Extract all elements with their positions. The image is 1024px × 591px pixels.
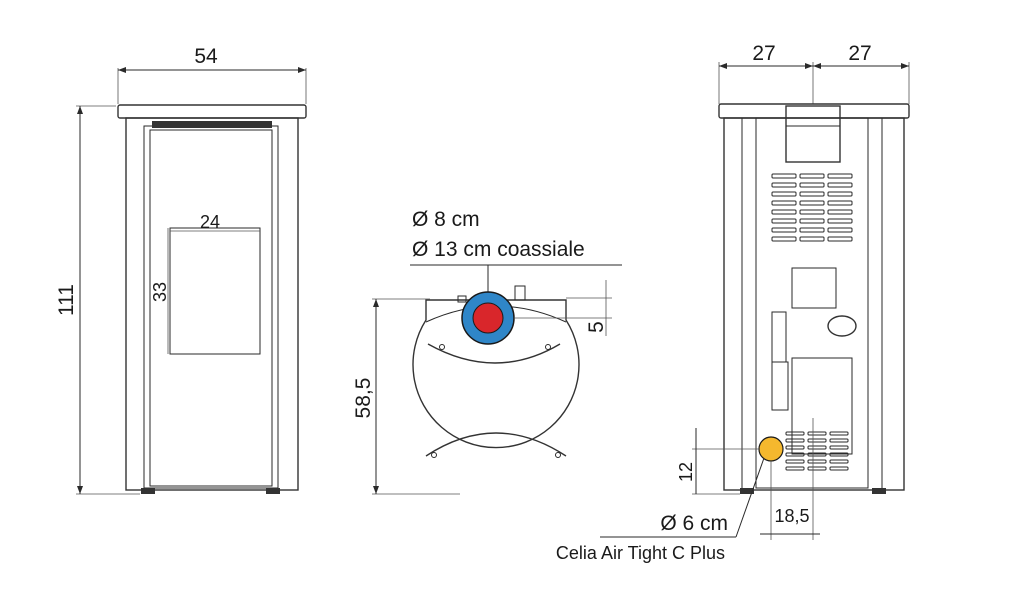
rail-dot-2 <box>545 344 551 350</box>
rear-view: 27 27 12 18,5 Ø 6 <box>556 42 910 563</box>
vent-slot <box>785 452 805 457</box>
vent-slot <box>807 466 827 471</box>
window-width-label: 24 <box>200 212 220 232</box>
top-rear-rail <box>427 343 561 364</box>
vent-slot <box>827 236 853 242</box>
vent-slot <box>829 431 849 436</box>
rear-flue-pipe <box>785 105 841 163</box>
rear-width-arrows <box>719 63 909 69</box>
front-door-inner <box>149 129 273 487</box>
flue-inner <box>472 302 504 334</box>
vent-slot <box>771 200 797 206</box>
vent-slot <box>829 438 849 443</box>
rail-dot-1 <box>439 344 445 350</box>
vent-slot <box>799 209 825 215</box>
rail-dot-4 <box>555 452 561 458</box>
vent-slot <box>799 218 825 224</box>
rear-round-port <box>827 315 857 337</box>
vent-slot <box>829 466 849 471</box>
offset-label: 5 <box>585 321 608 333</box>
rear-cover-plate <box>791 267 837 309</box>
vent-slot <box>785 438 805 443</box>
top-small-clip <box>457 295 467 303</box>
model-label: Celia Air Tight C Plus <box>556 543 725 563</box>
vent-slot <box>785 431 805 436</box>
vent-slot <box>827 227 853 233</box>
vent-slot <box>799 182 825 188</box>
front-width-label: 54 <box>194 45 218 68</box>
air-inlet <box>758 436 784 462</box>
vent-slot <box>771 218 797 224</box>
air-offset-label: 18,5 <box>774 506 809 526</box>
front-body <box>125 117 299 491</box>
vent-slot <box>799 236 825 242</box>
air-leader <box>735 457 765 538</box>
vent-slot <box>807 431 827 436</box>
vent-slot <box>829 452 849 457</box>
upper-vent-grille <box>771 173 853 242</box>
rear-left-half-label: 27 <box>752 42 775 65</box>
vent-slot <box>771 209 797 215</box>
vent-slot <box>807 438 827 443</box>
rear-switch-panel <box>771 311 787 363</box>
depth-label: 58,5 <box>352 378 375 419</box>
rear-foot-right <box>872 488 886 494</box>
vent-slot <box>799 191 825 197</box>
front-foot-left <box>141 488 155 494</box>
vent-slot <box>807 445 827 450</box>
vent-slot <box>771 191 797 197</box>
vent-slot <box>807 459 827 464</box>
vent-slot <box>771 236 797 242</box>
vent-slot <box>827 182 853 188</box>
rail-dot-3 <box>431 452 437 458</box>
vent-slot <box>771 227 797 233</box>
vent-slot <box>829 459 849 464</box>
rear-panel <box>755 117 869 489</box>
front-door-frame <box>143 125 279 489</box>
front-window <box>169 227 261 355</box>
front-foot-right <box>266 488 280 494</box>
air-diameter-label: Ø 6 cm <box>660 512 728 535</box>
vent-slot <box>827 218 853 224</box>
rear-connector-block <box>771 361 789 411</box>
air-height-label: 12 <box>676 462 696 482</box>
top-bracket <box>514 285 526 301</box>
top-view: Ø 8 cm Ø 13 cm coassiale 5 58,5 <box>352 208 622 495</box>
vent-slot <box>827 209 853 215</box>
vent-slot <box>799 173 825 179</box>
top-front-rail <box>425 432 567 457</box>
vent-slot <box>827 173 853 179</box>
front-view: 54 111 24 33 <box>55 45 307 495</box>
vent-slot <box>807 452 827 457</box>
vent-slot <box>827 191 853 197</box>
lower-vent-grille <box>785 431 849 471</box>
rear-right-half-label: 27 <box>848 42 871 65</box>
vent-slot <box>771 173 797 179</box>
vent-slot <box>785 445 805 450</box>
flue-diameter-label: Ø 8 cm <box>412 208 480 231</box>
coaxial-label: Ø 13 cm coassiale <box>412 238 585 261</box>
vent-slot <box>785 459 805 464</box>
vent-slot <box>829 445 849 450</box>
vent-slot <box>785 466 805 471</box>
top-body-outline <box>412 299 580 449</box>
front-top-plate <box>117 104 307 119</box>
front-height-label: 111 <box>55 284 78 316</box>
rear-motor-housing <box>791 357 853 455</box>
vent-slot <box>827 200 853 206</box>
vent-slot <box>771 182 797 188</box>
window-height-label: 33 <box>150 282 170 302</box>
vent-slot <box>799 227 825 233</box>
rear-foot-left <box>740 488 754 494</box>
vent-slot <box>799 200 825 206</box>
front-top-hinge-bar <box>152 121 272 128</box>
